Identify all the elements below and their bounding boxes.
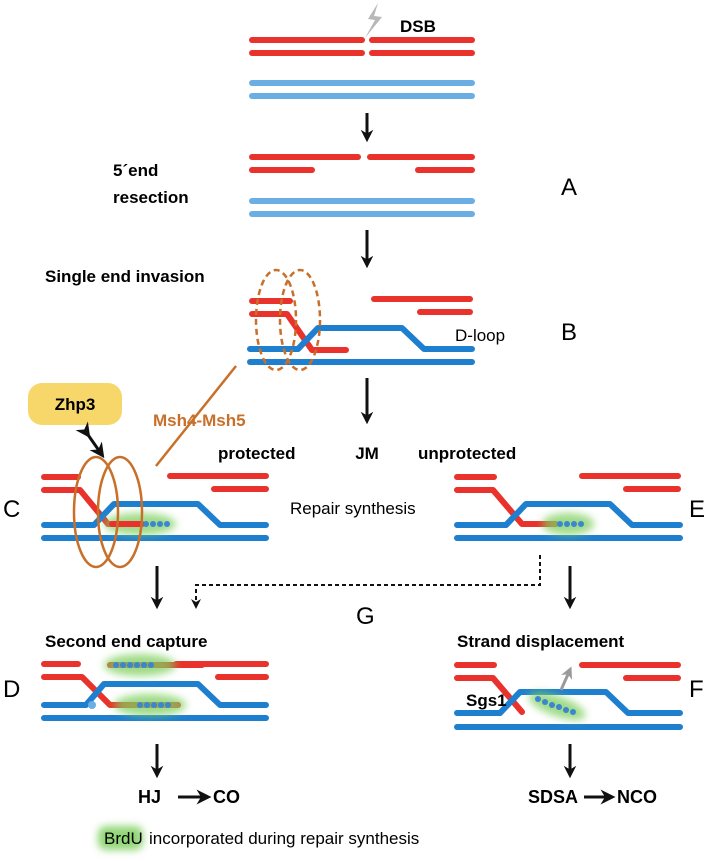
jm-label: JM: [355, 444, 379, 463]
brdu-dot: [144, 702, 150, 708]
resection-label-line1: 5´end: [113, 161, 158, 180]
brdu-dot: [165, 702, 171, 708]
unprotected-label: unprotected: [418, 444, 516, 463]
zhp3-label: Zhp3: [55, 395, 96, 414]
brdu-dot: [164, 521, 170, 527]
d-loop-strand: [247, 325, 475, 352]
brdu-dot: [542, 699, 548, 705]
brdu-dot: [150, 521, 156, 527]
brdu-legend-label: BrdU: [104, 829, 143, 848]
msh4-msh5-label: Msh4-Msh5: [153, 411, 246, 430]
d-loop-strand: [41, 681, 269, 708]
repair-synthesis-label: Repair synthesis: [290, 499, 416, 518]
hj-label: HJ: [138, 787, 161, 807]
panel-letter-b: B: [561, 319, 577, 346]
sdsa-label: SDSA: [528, 787, 578, 807]
brdu-dot: [570, 709, 576, 715]
outcome-nco: SDSA NCO: [528, 787, 657, 807]
brdu-dots: [557, 521, 584, 527]
brdu-dot: [151, 702, 157, 708]
stage-d-second-end-capture: Second end capture D: [3, 632, 269, 721]
stage-f-strand-displacement: Strand displacement F Sgs1: [454, 632, 704, 730]
brdu-dot: [535, 696, 541, 702]
msh4-msh5-ring: [96, 455, 144, 569]
panel-letter-e: E: [689, 496, 705, 523]
nco-label: NCO: [617, 787, 657, 807]
brdu-dot: [571, 521, 577, 527]
stage-c-protected: C: [3, 455, 269, 569]
invading-red-strand: [249, 311, 349, 353]
brdu-legend-swatch: [98, 826, 143, 850]
stage-a-resection: 5´end resection A: [113, 154, 577, 217]
sgs1-displacement-arrow: [559, 666, 573, 691]
second-end-capture-label: Second end capture: [45, 632, 207, 651]
d-loop-strand: [454, 689, 683, 716]
strand-displacement-label: Strand displacement: [457, 632, 625, 651]
protein-labels: Zhp3 Msh4-Msh5: [28, 365, 246, 467]
strand-junction-dot: [88, 701, 96, 709]
msh4-msh5-leader-line: [155, 365, 237, 467]
invading-red-strand: [454, 487, 559, 527]
outcome-co: HJ CO: [138, 787, 240, 807]
zhp3-badge: [28, 383, 122, 425]
panel-letter-f: F: [689, 676, 704, 703]
brdu-dots: [143, 521, 170, 527]
brdu-legend: BrdU incorporated during repair synthesi…: [98, 826, 419, 850]
brdu-dot: [158, 702, 164, 708]
brdu-dot: [141, 662, 147, 668]
panel-letter-g: G: [356, 603, 375, 630]
brdu-dots: [113, 662, 171, 708]
brdu-dot: [127, 662, 133, 668]
pathway-g-dashed-arrow: [191, 555, 541, 609]
invading-red-strand: [41, 487, 121, 527]
brdu-dot: [143, 521, 149, 527]
brdu-dot: [134, 662, 140, 668]
brdu-dots: [535, 696, 576, 715]
d-loop-label: D-loop: [455, 326, 505, 345]
msh4-msh5-ring-dashed: [278, 268, 322, 372]
protected-label: protected: [218, 444, 295, 463]
zhp3-interaction-arrow: [75, 421, 105, 459]
single-end-invasion-label: Single end invasion: [45, 267, 205, 286]
brdu-legend-text: incorporated during repair synthesis: [149, 829, 419, 848]
sgs1-label: Sgs1: [466, 691, 507, 710]
resection-label-line2: resection: [113, 188, 189, 207]
stage-e-unprotected: E: [454, 473, 705, 541]
co-label: CO: [213, 787, 240, 807]
brdu-dot: [578, 521, 584, 527]
brdu-dot: [563, 707, 569, 713]
stage-b-single-end-invasion: Single end invasion D-loop B: [45, 267, 577, 372]
brdu-dot: [137, 702, 143, 708]
brdu-dot: [120, 662, 126, 668]
dsb-stage: DSB: [249, 3, 475, 99]
brdu-dot: [113, 662, 119, 668]
brdu-dot: [148, 662, 154, 668]
d-loop-strand: [454, 501, 683, 528]
panel-letter-c: C: [3, 496, 20, 523]
brdu-dot: [557, 521, 563, 527]
msh4-msh5-ring: [72, 455, 120, 569]
dsb-label: DSB: [400, 17, 436, 36]
brdu-dot: [556, 704, 562, 710]
brdu-dot: [157, 521, 163, 527]
msh4-msh5-ring-dashed: [254, 268, 298, 372]
panel-letter-a: A: [561, 174, 577, 201]
lightning-bolt-icon: [365, 3, 382, 38]
brdu-dot: [564, 521, 570, 527]
panel-letter-d: D: [3, 676, 20, 703]
brdu-dot: [549, 702, 555, 708]
d-loop-strand: [41, 501, 269, 528]
